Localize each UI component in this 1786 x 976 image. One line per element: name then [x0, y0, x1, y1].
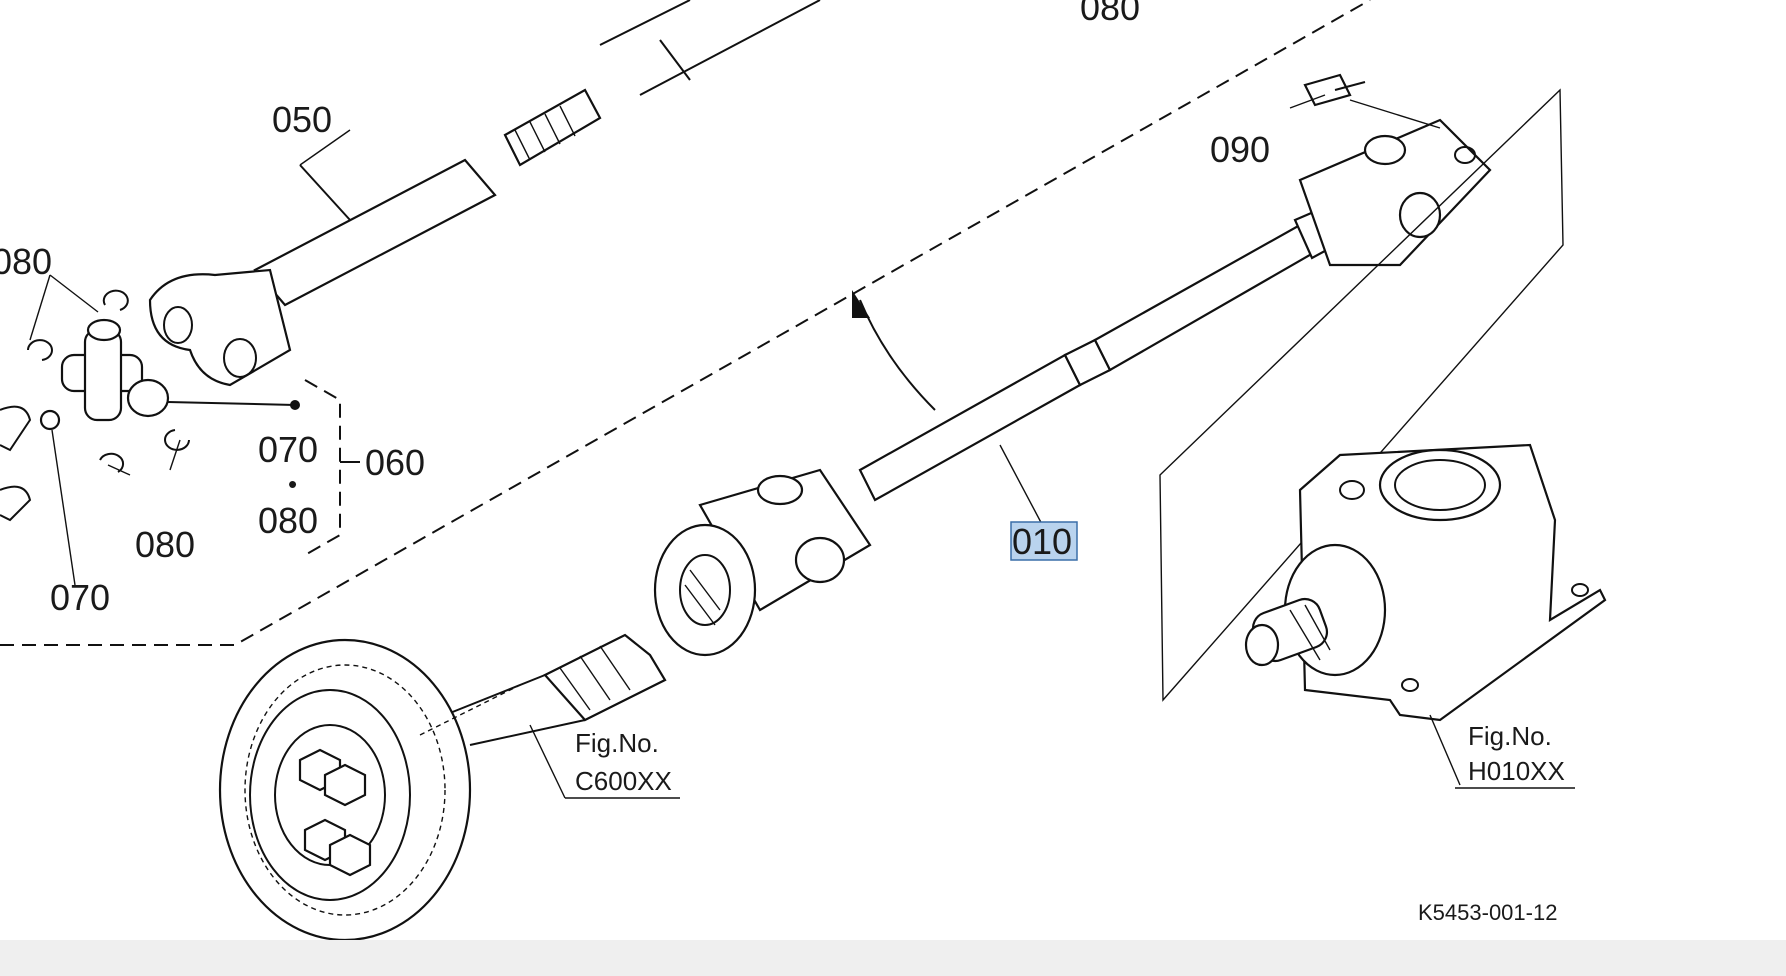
fig-ref-shaft-label: Fig.No.: [575, 728, 659, 758]
label-010-highlight: [1010, 521, 1078, 561]
label-070-mid: 070: [258, 429, 318, 470]
fig-ref-shaft-code[interactable]: C600XX: [575, 766, 672, 796]
label-080-top: 080: [1080, 0, 1140, 28]
label-050: 050: [272, 99, 332, 140]
label-060: 060: [365, 442, 425, 483]
bottom-scroll-area: [0, 940, 1786, 976]
label-010[interactable]: 010: [1012, 521, 1072, 562]
fig-ref-gearbox-label: Fig.No.: [1468, 721, 1552, 751]
u-joint-cross-left: [0, 274, 300, 586]
spline-shaft-front: [444, 633, 667, 746]
label-080-mid: 080: [258, 500, 318, 541]
fig-ref-gearbox-code[interactable]: H010XX: [1468, 756, 1565, 786]
drawing-number: K5453-001-12: [1418, 900, 1557, 925]
rear-yoke-010: [1289, 73, 1492, 267]
label-080-bottom: 080: [135, 524, 195, 565]
pulley: [218, 638, 521, 942]
gearbox: [1159, 88, 1607, 786]
label-070-dot: •: [288, 469, 297, 499]
label-080-left: 080: [0, 241, 52, 282]
label-090: 090: [1210, 129, 1270, 170]
label-070-bottom: 070: [50, 577, 110, 618]
gearbox-frame: [1159, 88, 1564, 702]
assembly-outline: [0, 0, 1371, 646]
front-yoke-010: [653, 468, 872, 657]
shaft-050: [148, 0, 821, 387]
